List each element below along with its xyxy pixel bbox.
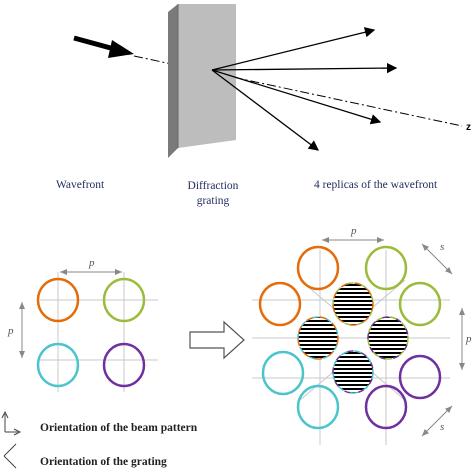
interference-beam-top xyxy=(332,282,374,326)
replica-orange-top xyxy=(296,245,340,291)
replica-green-right xyxy=(398,281,442,327)
beam-pattern-2x2: p p xyxy=(7,257,158,392)
beam-orange xyxy=(36,277,80,323)
interference-beam-right xyxy=(367,316,409,360)
diffraction-setup: z xyxy=(73,4,471,158)
pitch-label-right: p xyxy=(465,333,472,345)
replica-purple-right xyxy=(398,354,442,400)
replica-cyan-bottom xyxy=(296,384,340,430)
orientation-beam-icon xyxy=(1,410,22,436)
wavefront-label: Wavefront xyxy=(56,179,105,191)
grating-label-line2: grating xyxy=(196,195,230,207)
orientation-grating-icon xyxy=(3,443,17,469)
grating-label-line1: Diffraction xyxy=(187,180,239,192)
replica-orange-left xyxy=(258,281,302,327)
pitch-dimension-vertical: p xyxy=(7,302,25,358)
shift-label-bottom: s xyxy=(440,421,444,433)
diffracted-rays xyxy=(211,27,398,151)
replica-green-top xyxy=(364,245,408,291)
shift-dimension-bottom: s xyxy=(421,405,453,437)
orientation-grating-label: Orientation of the grating xyxy=(40,456,167,468)
diffraction-grating xyxy=(168,4,236,158)
transform-arrow xyxy=(189,320,245,360)
pitch-dimension-top: p xyxy=(322,225,384,243)
pitch-dimension-horizontal: p xyxy=(60,257,122,275)
incoming-beam-arrow xyxy=(73,35,134,58)
pitch-label-top: p xyxy=(350,225,357,237)
replica-cyan-left xyxy=(261,350,305,396)
shift-label-top: s xyxy=(440,241,444,253)
orientation-beam-label: Orientation of the beam pattern xyxy=(40,422,198,434)
grating-label: Diffraction grating xyxy=(176,179,250,209)
shift-dimension-top: s xyxy=(421,241,453,275)
replicas-label: 4 replicas of the wavefront xyxy=(314,179,438,191)
beam-green xyxy=(102,277,146,323)
interference-beam-bottom xyxy=(332,350,374,394)
z-axis-label: z xyxy=(466,122,471,133)
pitch-label-horizontal: p xyxy=(88,257,95,269)
pitch-dimension-right: p xyxy=(459,308,472,370)
beam-cyan xyxy=(36,342,80,388)
beam-purple xyxy=(102,342,146,388)
replicated-beam-pattern: p p s s xyxy=(252,225,472,445)
replica-purple-bottom xyxy=(364,384,408,430)
interference-beam-left xyxy=(297,316,339,360)
pitch-label-vertical: p xyxy=(7,325,14,337)
